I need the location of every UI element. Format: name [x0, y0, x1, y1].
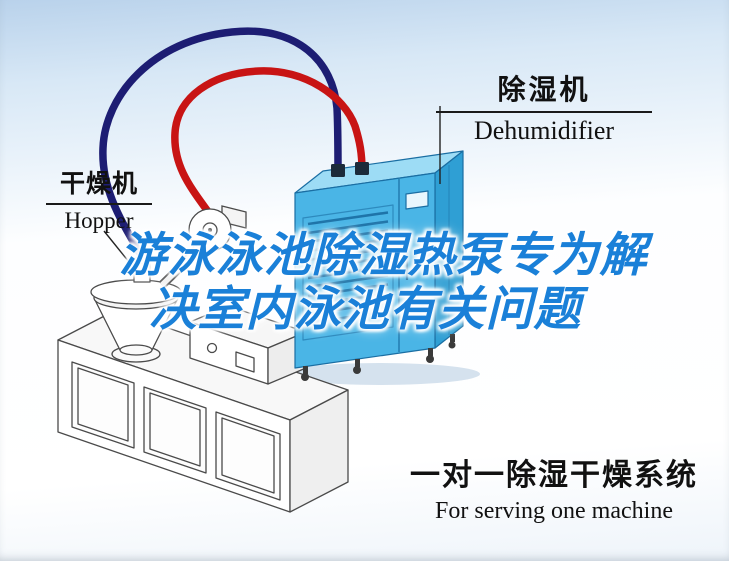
hopper-label-en: Hopper	[64, 208, 134, 233]
hopper-callout-line	[103, 230, 130, 263]
dial-icon	[206, 342, 218, 354]
callout-lines	[103, 106, 441, 263]
headline-line1: 游泳泳池除湿热泵专为解	[119, 228, 648, 281]
dehumidifier-label: 除湿机 Dehumidifier	[436, 68, 652, 146]
dehumidifier-label-cn: 除湿机	[436, 68, 652, 113]
blower-icon	[188, 205, 247, 252]
footer-caption-en: For serving one machine	[435, 498, 673, 524]
dehumidifier-label-en: Dehumidifier	[473, 116, 615, 145]
hopper-machine-drawing	[57, 245, 349, 513]
footer-caption-cn: 一对一除湿干燥系统	[410, 459, 698, 492]
hopper-label: 干燥机 Hopper	[46, 164, 152, 234]
red-supply-pipe	[171, 67, 366, 217]
elbow-tube-highlight	[160, 247, 200, 287]
machine-door-inner	[221, 417, 275, 494]
machine-door-inner	[149, 392, 201, 467]
hopper-label-cn: 干燥机	[46, 164, 152, 205]
machine-side-face	[289, 389, 349, 513]
pipe-connector	[331, 164, 345, 177]
headline: 游泳泳池除湿热泵专为解 决室内泳池有关问题	[0, 228, 729, 336]
dehumidifier-shadow	[280, 363, 480, 385]
vent-grille	[307, 211, 389, 325]
hopper-funnel	[90, 255, 182, 363]
casters	[301, 334, 456, 381]
dehumidifier-drawing	[294, 150, 464, 381]
control-panel	[405, 190, 429, 210]
machine-door-panel	[143, 386, 207, 474]
pipes	[99, 27, 366, 261]
machine-door-panel	[71, 361, 135, 449]
footer-caption: 一对一除湿干燥系统 For serving one machine	[408, 450, 700, 525]
pipe-connector	[355, 162, 369, 175]
control-plate	[235, 351, 255, 373]
machine-door-inner	[77, 367, 129, 442]
vent-frame	[302, 204, 394, 341]
headline-line2: 决室内泳池有关问题	[149, 282, 582, 335]
navy-return-pipe	[99, 27, 342, 261]
